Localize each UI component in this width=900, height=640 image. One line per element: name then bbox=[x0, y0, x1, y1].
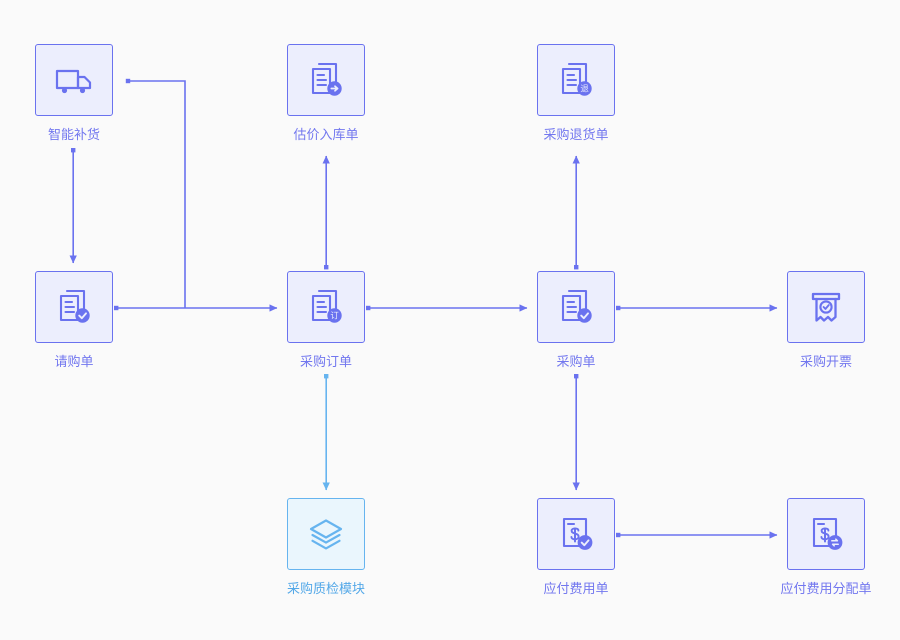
node-purchase-bill[interactable]: 采购单 bbox=[526, 271, 626, 370]
node-icon-box[interactable] bbox=[287, 498, 365, 570]
node-label: 采购退货单 bbox=[543, 127, 609, 142]
document-check-icon bbox=[555, 286, 597, 328]
layers-icon bbox=[305, 513, 347, 555]
edge-bill-to-purchase-return bbox=[572, 155, 580, 270]
node-icon-box[interactable] bbox=[537, 271, 615, 343]
node-label: 应付费用单 bbox=[543, 581, 609, 596]
document-arrow-icon bbox=[305, 59, 347, 101]
node-icon-box[interactable]: 订 bbox=[287, 271, 365, 343]
node-label: 应付费用分配单 bbox=[780, 581, 872, 596]
edge-requisition-to-order bbox=[114, 304, 278, 312]
node-label: 估价入库单 bbox=[293, 127, 359, 142]
node-icon-box[interactable] bbox=[35, 271, 113, 343]
edge-bill-to-payable-expense bbox=[572, 374, 580, 491]
node-icon-box[interactable] bbox=[787, 498, 865, 570]
svg-text:退: 退 bbox=[580, 84, 589, 94]
node-label: 采购质检模块 bbox=[286, 581, 365, 596]
node-label: 智能补货 bbox=[47, 127, 100, 142]
node-payable-allocation[interactable]: 应付费用分配单 bbox=[776, 498, 876, 597]
edge-order-to-estimate-inbound bbox=[322, 155, 330, 270]
node-label: 请购单 bbox=[54, 354, 94, 369]
receipt-check-icon bbox=[805, 286, 847, 328]
node-purchase-invoice[interactable]: 采购开票 bbox=[776, 271, 876, 370]
node-quality-module[interactable]: 采购质检模块 bbox=[276, 498, 376, 597]
node-payable-expense[interactable]: 应付费用单 bbox=[526, 498, 626, 597]
node-icon-box[interactable] bbox=[537, 498, 615, 570]
node-label: 采购单 bbox=[556, 354, 596, 369]
edge-replenish-to-requisition bbox=[69, 148, 77, 264]
node-icon-box[interactable] bbox=[787, 271, 865, 343]
edge-order-to-bill bbox=[366, 304, 528, 312]
node-icon-box[interactable] bbox=[287, 44, 365, 116]
node-label: 采购订单 bbox=[299, 354, 352, 369]
edge-order-to-quality-module bbox=[322, 374, 330, 491]
document-check-icon bbox=[53, 286, 95, 328]
edge-payable-to-allocation bbox=[616, 531, 778, 539]
document-return-badge-icon: 退 bbox=[555, 59, 597, 101]
edge-bill-to-invoice bbox=[616, 304, 778, 312]
edge-replenish-elbow-to-order-line bbox=[125, 78, 186, 308]
document-order-badge-icon: 订 bbox=[305, 286, 347, 328]
truck-icon bbox=[53, 59, 95, 101]
node-label: 采购开票 bbox=[799, 354, 852, 369]
node-purchase-return[interactable]: 退 采购退货单 bbox=[526, 44, 626, 143]
node-smart-replenish[interactable]: 智能补货 bbox=[24, 44, 124, 143]
node-icon-box[interactable] bbox=[35, 44, 113, 116]
svg-text:订: 订 bbox=[330, 311, 339, 321]
node-icon-box[interactable]: 退 bbox=[537, 44, 615, 116]
money-document-check-icon bbox=[555, 513, 597, 555]
money-document-share-icon bbox=[805, 513, 847, 555]
node-requisition[interactable]: 请购单 bbox=[24, 271, 124, 370]
node-purchase-order[interactable]: 订 采购订单 bbox=[276, 271, 376, 370]
node-estimate-inbound[interactable]: 估价入库单 bbox=[276, 44, 376, 143]
